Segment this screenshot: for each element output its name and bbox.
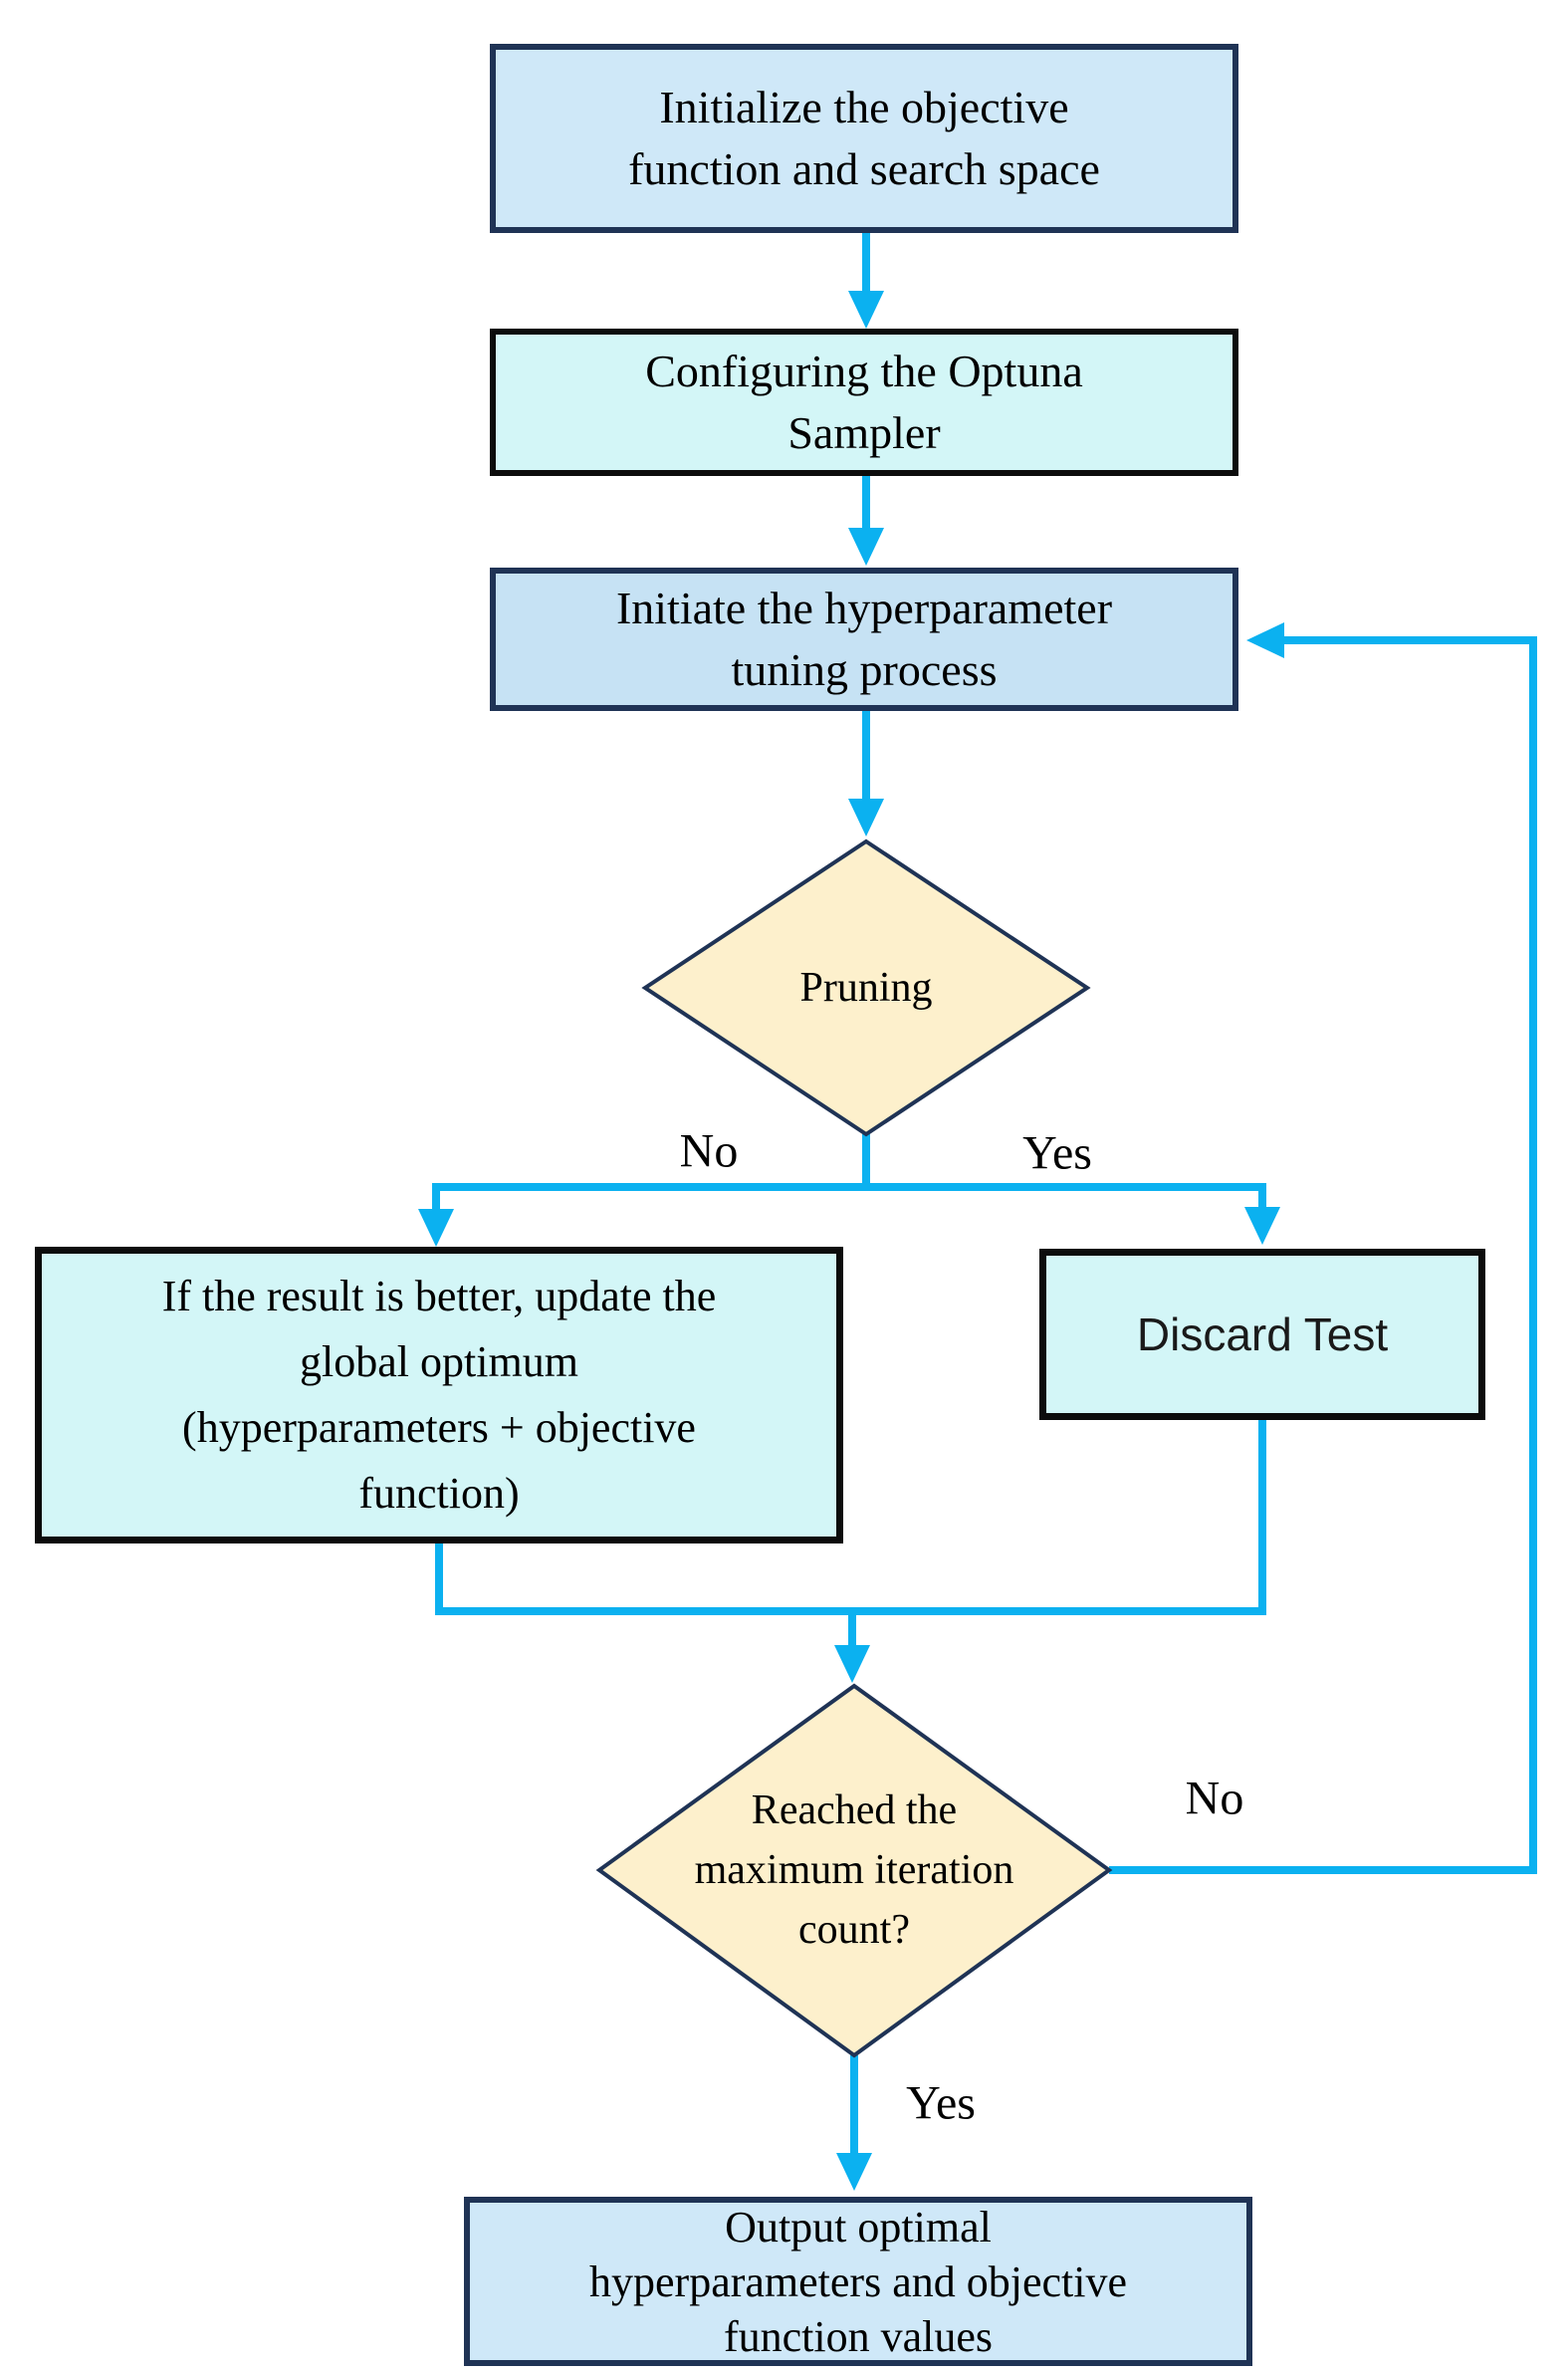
node-output: Output optimal hyperparameters and objec… (464, 2197, 1252, 2366)
node-max-iter-label: Reached the maximum iteration count? (695, 1780, 1014, 1960)
edge-label-pruning-yes: Yes (1022, 1126, 1092, 1180)
edge-maxiter-no-loop (1109, 636, 1537, 1874)
node-pruning-line1: Pruning (799, 965, 933, 1011)
arrowhead-merge-maxiter (834, 1645, 870, 1683)
node-initiate-tuning-line1: Initiate the hyperparameter (615, 583, 1113, 633)
arrowhead-pruning-yes (1244, 1207, 1280, 1245)
edge-label-max-iter-no: No (1185, 1772, 1244, 1825)
edge-label-pruning-no: No (679, 1124, 739, 1178)
node-initiate-tuning: Initiate the hyperparameter tuning proce… (490, 568, 1238, 711)
node-initiate-tuning-line2: tuning process (731, 644, 998, 695)
node-update-optimum-line2: global optimum (300, 1337, 578, 1386)
node-max-iter-diamond (595, 1683, 1113, 2058)
node-discard-test: Discard Test (1039, 1249, 1485, 1420)
node-max-iter-line2: maximum iteration (694, 1847, 1014, 1893)
node-output-line3: function values (723, 2311, 994, 2361)
node-output-line1: Output optimal (725, 2202, 992, 2252)
node-pruning-diamond (641, 838, 1091, 1137)
node-output-line2: hyperparameters and objective (589, 2256, 1127, 2306)
arrowhead-pruning-no (418, 1209, 454, 1247)
node-configure-sampler-line2: Sampler (787, 407, 941, 458)
arrowhead-sampler-tuning (848, 528, 884, 566)
node-configure-sampler: Configuring the Optuna Sampler (490, 329, 1238, 476)
node-configure-sampler-line1: Configuring the Optuna (645, 346, 1083, 396)
edge-label-max-iter-yes: Yes (906, 2076, 976, 2130)
node-update-optimum-line1: If the result is better, update the (161, 1272, 717, 1320)
arrowhead-tuning-pruning (848, 799, 884, 836)
arrowhead-maxiter-no (1246, 622, 1284, 658)
node-initialize: Initialize the objective function and se… (490, 44, 1238, 233)
node-discard-test-label: Discard Test (1136, 1308, 1389, 1360)
node-max-iter-line3: count? (798, 1907, 910, 1953)
arrowhead-init-sampler (848, 291, 884, 329)
node-update-optimum-line4: function) (358, 1469, 520, 1518)
node-update-optimum: If the result is better, update the glob… (35, 1247, 843, 1543)
node-max-iter-line1: Reached the (751, 1787, 958, 1833)
arrowhead-maxiter-yes (836, 2153, 872, 2191)
node-update-optimum-line3: (hyperparameters + objective (182, 1403, 696, 1452)
node-pruning-label: Pruning (799, 958, 932, 1018)
node-initialize-line1: Initialize the objective (659, 82, 1069, 132)
node-initialize-line2: function and search space (628, 143, 1100, 194)
